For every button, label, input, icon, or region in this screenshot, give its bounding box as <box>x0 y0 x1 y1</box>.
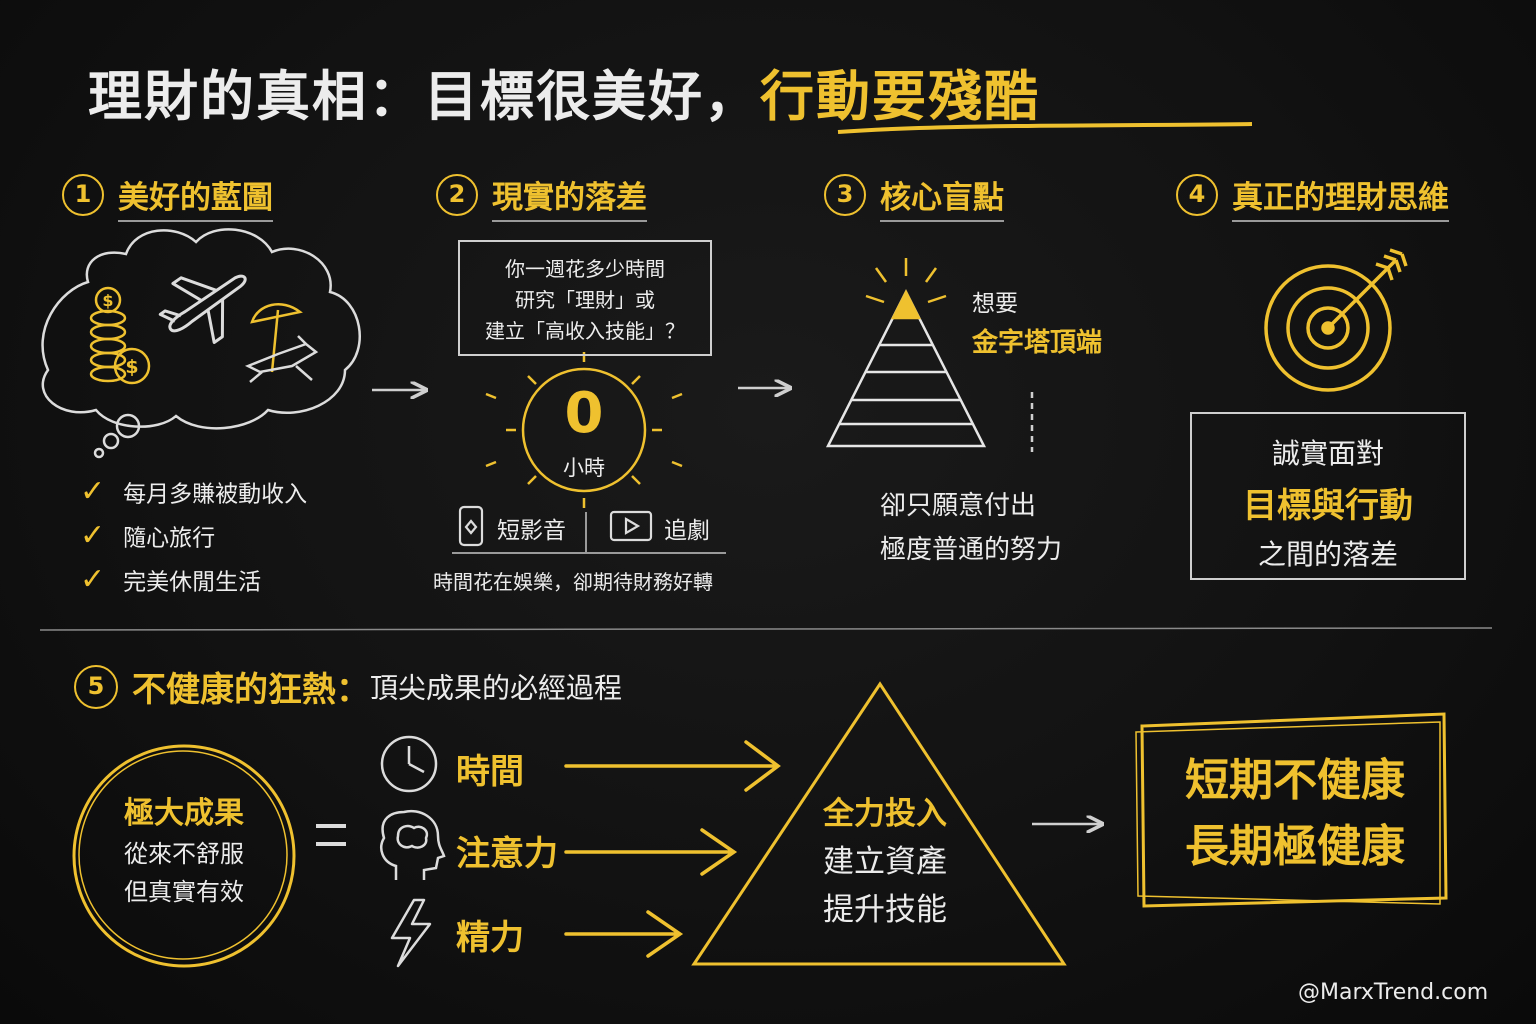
section-2-caption: 時間花在娛樂，卻期待財務好轉 <box>433 570 713 594</box>
dollar-coins-icon: $ $ <box>89 286 151 385</box>
effort-line: 卻只願意付出 <box>880 491 1037 521</box>
triangle-line-highlight: 全力投入 <box>823 796 947 832</box>
target-arrow-icon <box>1264 248 1408 392</box>
list-item: ✓每月多賺被動收入 <box>80 474 308 509</box>
input-label-time: 時間 <box>456 752 524 792</box>
circle-line: 從來不舒服 <box>124 840 244 868</box>
play-icon <box>609 510 653 542</box>
brain-head-icon <box>380 809 446 880</box>
question-line: 研究「理財」或 <box>515 288 655 312</box>
question-line: 建立「高收入技能」？ <box>485 319 685 343</box>
section-3-title: 核心盲點 <box>880 180 1004 222</box>
pyramid-icon <box>825 258 1034 452</box>
airplane-icon <box>158 274 247 345</box>
equals-sign <box>316 824 346 846</box>
result-line: 短期不健康 <box>1185 755 1405 806</box>
section-5-title: 不健康的狂熱： <box>132 670 370 710</box>
result-box-frame <box>1135 712 1448 908</box>
result-circle <box>72 744 296 968</box>
hours-unit: 小時 <box>563 456 605 480</box>
section-1-title: 美好的藍圖 <box>118 180 273 222</box>
honest-line-highlight: 目標與行動 <box>1243 486 1413 526</box>
beach-chair-icon <box>244 303 319 383</box>
effort-line: 極度普通的努力 <box>880 535 1063 565</box>
thought-cloud-icon <box>41 228 361 459</box>
circle-text: 極大成果 從來不舒服 但真實有效 <box>94 794 274 910</box>
input-label-energy: 精力 <box>456 918 524 958</box>
triangle-text: 全力投入 建立資產 提升技能 <box>800 790 970 934</box>
section-divider <box>39 627 1493 631</box>
section-4-header: 4 真正的理財思維 <box>1176 172 1449 222</box>
result-line: 長期極健康 <box>1185 821 1405 872</box>
section-5-header: 5 不健康的狂熱：頂尖成果的必經過程 <box>74 662 622 711</box>
app-label-short-video: 短影音 <box>497 518 566 544</box>
section-4-number: 4 <box>1176 173 1218 216</box>
circle-line: 但真實有效 <box>124 878 244 906</box>
section-3-number: 3 <box>824 173 866 216</box>
section-1-number: 1 <box>62 173 104 216</box>
input-label-attention: 注意力 <box>456 834 558 874</box>
commitment-triangle <box>691 681 1067 966</box>
effort-text: 卻只願意付出 極度普通的努力 <box>880 484 1062 572</box>
section-1-header: 1 美好的藍圖 <box>62 172 273 222</box>
honest-box: 誠實面對 目標與行動 之間的落差 <box>1190 412 1466 580</box>
page-title: 理財的真相：目標很美好，行動要殘酷 <box>88 52 1040 131</box>
title-part1: 理財的真相：目標很美好， <box>88 65 760 128</box>
result-text: 短期不健康 長期極健康 <box>1150 748 1440 880</box>
honest-line: 之間的落差 <box>1257 538 1398 571</box>
triangle-line: 提升技能 <box>823 892 947 928</box>
section-5-number: 5 <box>74 664 118 709</box>
app-label-drama: 追劇 <box>664 518 710 544</box>
svg-text:$: $ <box>102 291 113 310</box>
input-arrows <box>564 740 781 958</box>
app-row-line <box>452 512 726 554</box>
list-item: ✓完美休閒生活 <box>80 562 262 597</box>
zero-hours-circle <box>485 352 683 508</box>
checkmark-icon: ✓ <box>80 562 106 597</box>
honest-line: 誠實面對 <box>1271 437 1384 470</box>
checkmark-icon: ✓ <box>80 518 106 553</box>
section-5-subtitle: 頂尖成果的必經過程 <box>370 671 623 705</box>
section-3-header: 3 核心盲點 <box>824 172 1004 222</box>
svg-text:$: $ <box>125 356 138 378</box>
question-box: 你一週花多少時間 研究「理財」或 建立「高收入技能」？ <box>458 240 712 356</box>
phone-icon <box>458 505 484 547</box>
title-underline <box>837 122 1253 134</box>
lightning-icon <box>390 898 432 968</box>
list-item: ✓隨心旅行 <box>80 518 216 553</box>
pyramid-top-label: 金字塔頂端 <box>972 328 1103 358</box>
want-label: 想要 <box>972 291 1018 317</box>
section-2-header: 2 現實的落差 <box>436 172 647 222</box>
section-4-title: 真正的理財思維 <box>1232 180 1449 222</box>
clock-icon <box>380 735 438 793</box>
circle-line-highlight: 極大成果 <box>124 796 244 831</box>
title-part2: 行動要殘酷 <box>760 65 1040 128</box>
checkmark-icon: ✓ <box>80 474 106 509</box>
section-2-number: 2 <box>436 173 478 216</box>
triangle-line: 建立資產 <box>823 844 947 880</box>
section-2-title: 現實的落差 <box>492 180 647 222</box>
hours-value: 0 <box>564 381 604 446</box>
question-line: 你一週花多少時間 <box>505 257 665 281</box>
watermark: @MarxTrend.com <box>1298 980 1489 1005</box>
